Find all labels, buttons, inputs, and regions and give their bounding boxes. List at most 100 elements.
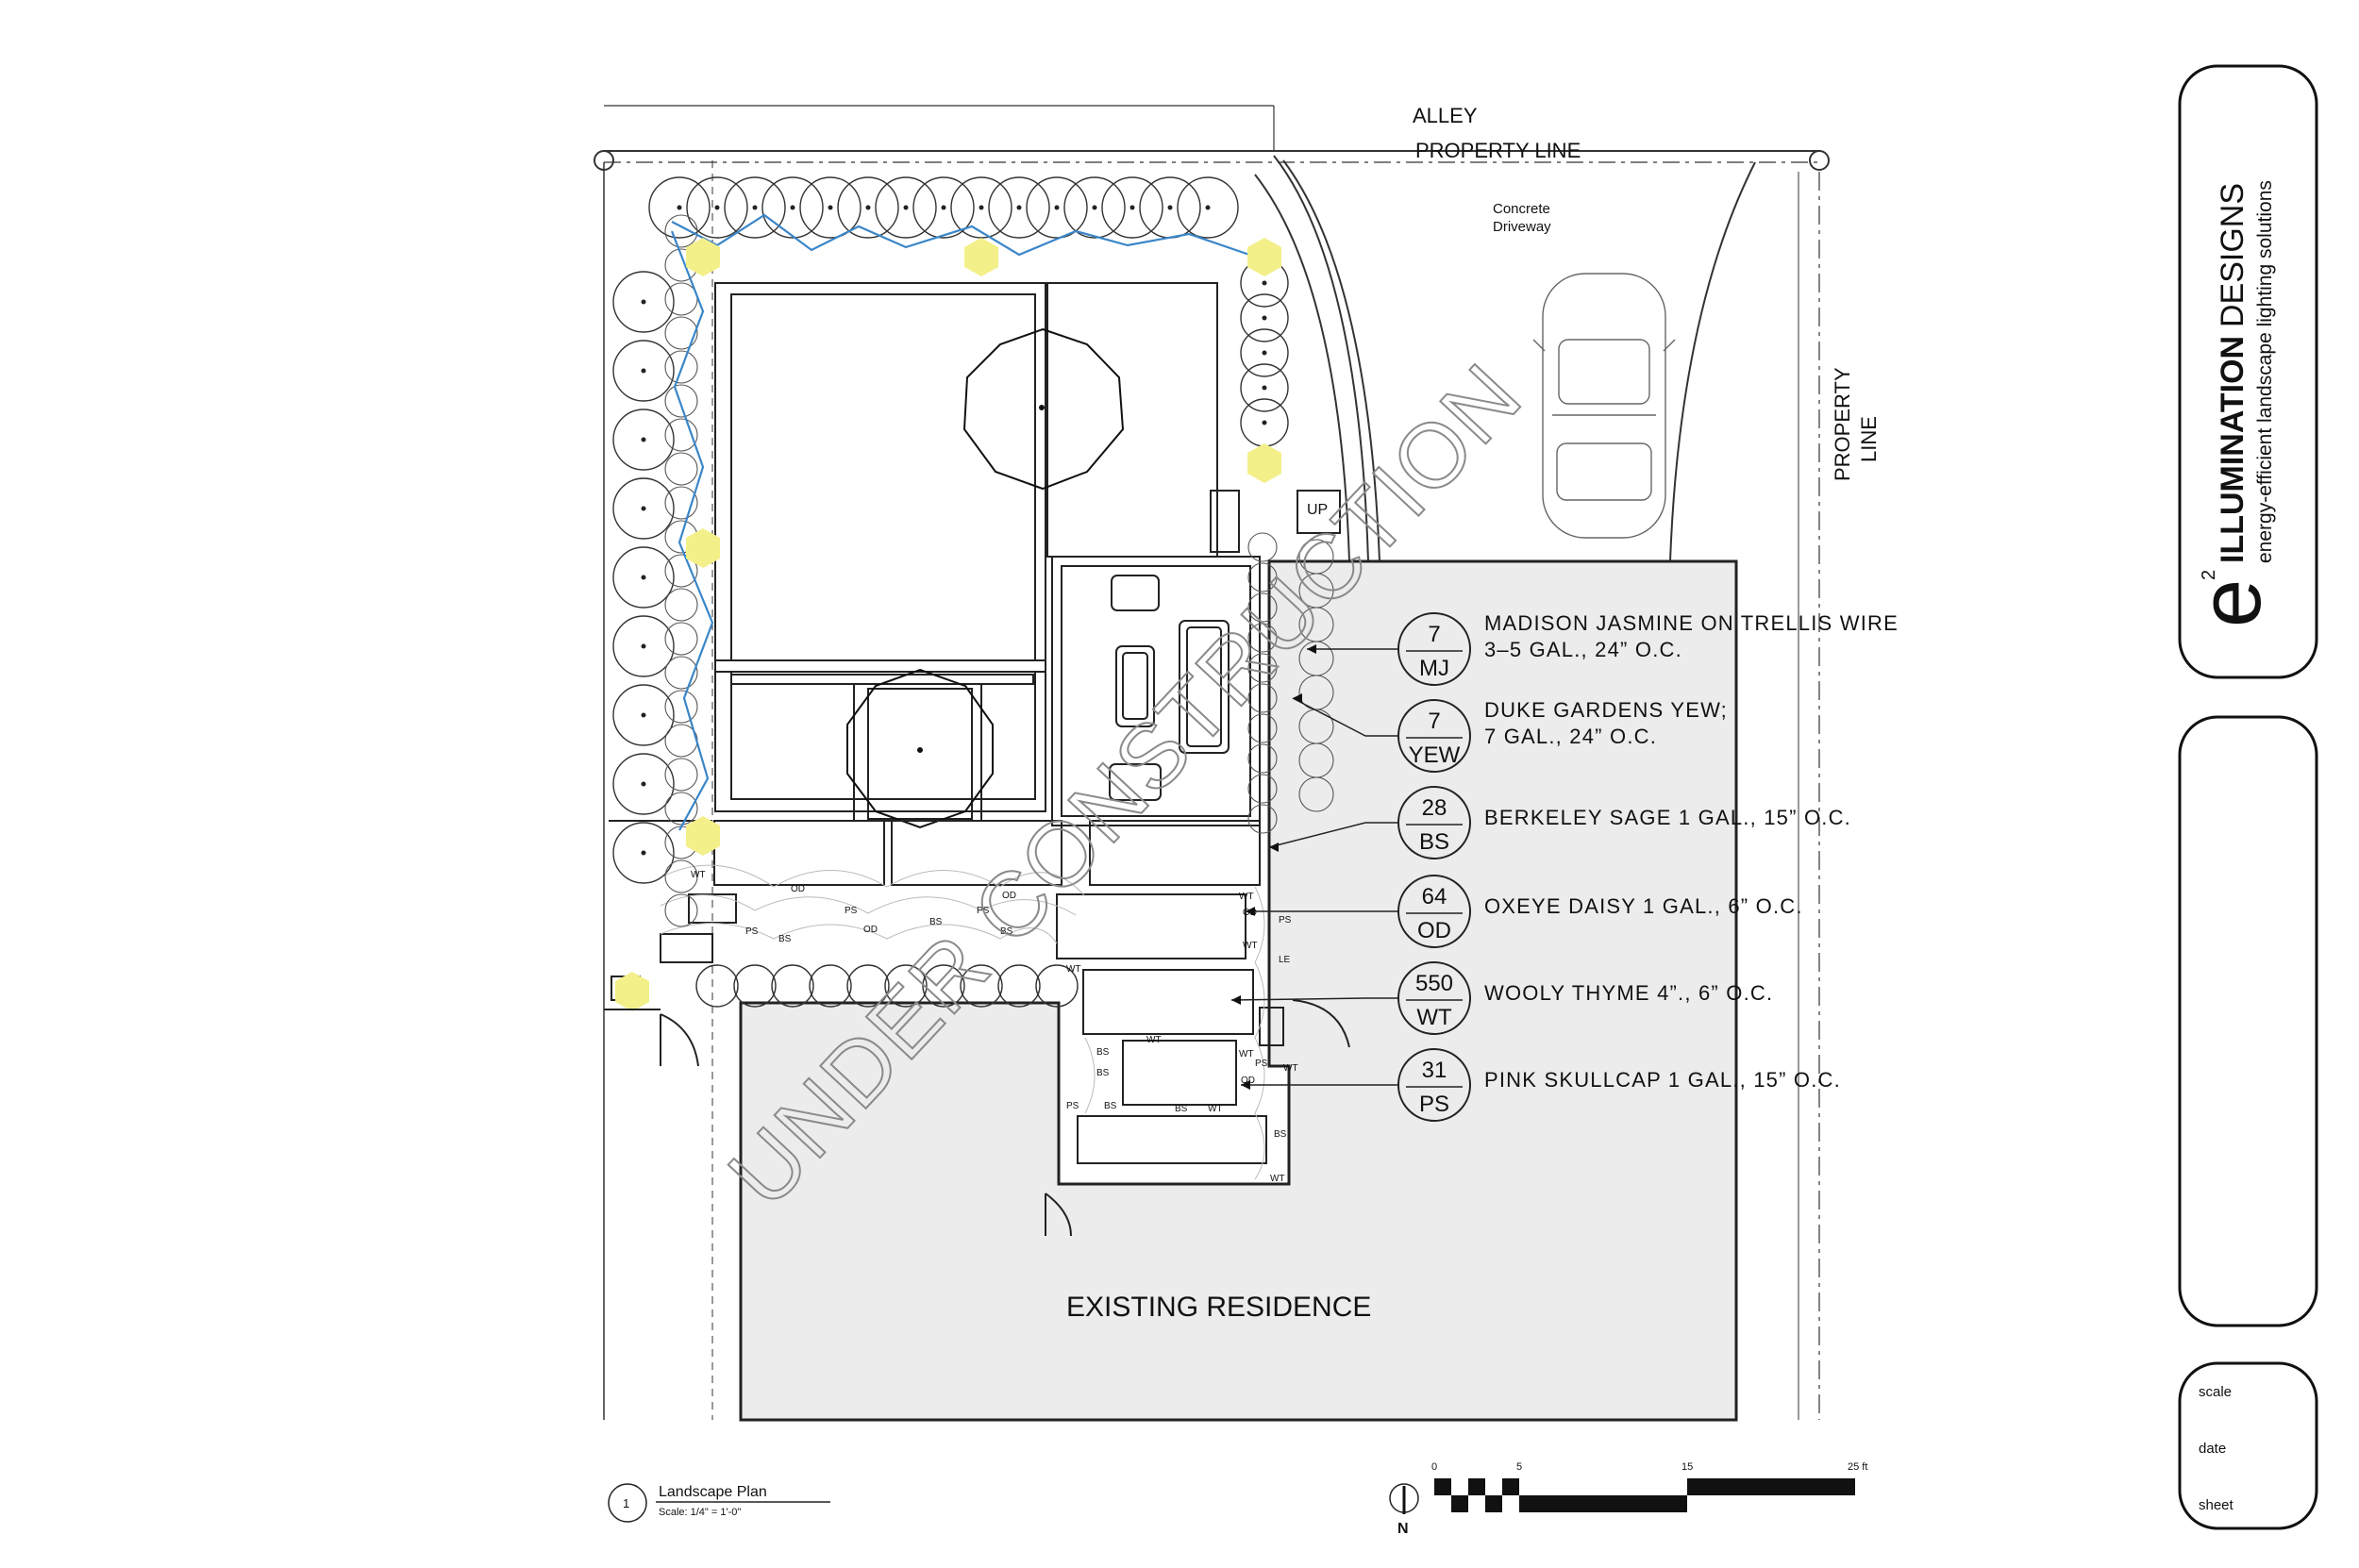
legend-code: YEW xyxy=(1409,742,1461,768)
yew-shrub xyxy=(612,822,675,884)
driveway-label-line2: Driveway xyxy=(1493,219,1551,235)
legend-qty: 7 xyxy=(1428,622,1440,647)
legend-description: DUKE GARDENS YEW; xyxy=(1484,698,1728,722)
scale-tick-5: 5 xyxy=(1516,1461,1522,1473)
yew-shrub-center xyxy=(752,205,758,210)
property-line-top-label: PROPERTY LINE xyxy=(1415,139,1581,162)
legend-leader-line xyxy=(1268,822,1398,848)
sage-plant xyxy=(1298,776,1334,812)
scale-bar-block xyxy=(1687,1478,1855,1495)
yew-shrub xyxy=(612,340,675,402)
yew-shrub xyxy=(912,176,975,239)
jasmine-plant xyxy=(664,690,698,724)
plant-tag-wt: WT xyxy=(1066,964,1081,975)
legend-leader-line xyxy=(1230,997,1398,1001)
jasmine-plant xyxy=(664,859,698,893)
hedge-shrub xyxy=(733,964,777,1008)
existing-residence xyxy=(739,559,1738,1422)
jasmine-plant xyxy=(664,350,698,384)
legend-code: MJ xyxy=(1419,656,1449,681)
existing-residence-label: EXISTING RESIDENCE xyxy=(1066,1292,1371,1323)
drawing-number-bubble xyxy=(608,1483,647,1523)
scale-bar-block xyxy=(1451,1495,1468,1512)
yew-shrub-center xyxy=(641,437,646,442)
yew-shrub-center xyxy=(641,575,646,580)
plant-tag-od: OD xyxy=(1002,891,1016,901)
plant-tag-bs: BS xyxy=(1175,1104,1188,1114)
leader-arrowhead xyxy=(1231,995,1241,1005)
scale-bar-block xyxy=(1434,1478,1451,1495)
legend-qty: 28 xyxy=(1422,795,1447,821)
graphic-scale-bar: 0 5 15 25 ft N xyxy=(1389,1461,1867,1537)
yew-shrub xyxy=(837,176,899,239)
company-logo: e 2 ILLUMINATION DESIGNS energy-efficien… xyxy=(2183,180,2279,627)
yew-shrub xyxy=(612,615,675,677)
leader-arrowhead xyxy=(1246,907,1255,916)
yew-shrub xyxy=(875,176,937,239)
yew-shrub-center xyxy=(641,850,646,856)
hedge-shrub xyxy=(809,964,852,1008)
plant-tag-bs: BS xyxy=(1274,1129,1287,1140)
hedge-shrub xyxy=(960,964,1003,1008)
plant-tag-od: OD xyxy=(863,925,878,935)
yew-shrub xyxy=(686,176,748,239)
umbrella-north xyxy=(962,327,1125,491)
yew-shrub xyxy=(648,176,711,239)
site-boundary xyxy=(594,105,1830,1420)
brand-name-bold: ILLUMINATION xyxy=(2215,336,2250,563)
hedge-shrub xyxy=(695,964,739,1008)
yew-shrub-center xyxy=(714,205,720,210)
yew-shrub xyxy=(1177,176,1239,239)
leader-arrowhead xyxy=(1241,1080,1250,1090)
plant-tag-bs: BS xyxy=(1096,1047,1110,1058)
legend-qty: 31 xyxy=(1422,1058,1447,1083)
planting-beds xyxy=(609,820,1267,1164)
yew-shrub xyxy=(612,477,675,540)
title-block: e 2 ILLUMINATION DESIGNS energy-efficien… xyxy=(2178,64,2318,1530)
legend-description: OXEYE DAISY 1 GAL., 6” O.C. xyxy=(1484,894,1803,918)
plant-tag-bs: BS xyxy=(929,917,943,927)
light-fixture-marker xyxy=(686,816,720,856)
plant-tag-ps: PS xyxy=(745,926,759,937)
yew-shrub-center xyxy=(1262,420,1267,425)
yew-shrub xyxy=(1240,363,1289,412)
hedge-shrub xyxy=(884,964,928,1008)
jasmine-column xyxy=(664,214,1334,927)
yew-shrub xyxy=(612,753,675,815)
yew-shrub-center xyxy=(941,205,946,210)
legend-description: MADISON JASMINE ON TRELLIS WIRE xyxy=(1484,611,1899,635)
light-fixture-marker xyxy=(1247,238,1281,276)
yew-shrub xyxy=(1026,176,1088,239)
survey-pin-east xyxy=(1809,150,1830,171)
leader-arrowhead xyxy=(1269,842,1279,852)
company-tagline: energy-efficient landscape lighting solu… xyxy=(2254,180,2276,563)
jasmine-plant xyxy=(664,893,698,927)
jasmine-plant xyxy=(1247,743,1278,774)
yew-shrub xyxy=(1240,293,1289,342)
jasmine-plant xyxy=(1247,562,1278,592)
light-fixture-markers xyxy=(615,238,1281,1011)
jasmine-plant xyxy=(664,758,698,792)
jasmine-plant xyxy=(1247,653,1278,683)
plant-tag-le: LE xyxy=(1279,955,1291,965)
jasmine-plant xyxy=(1247,683,1278,713)
scale-bar-block xyxy=(1468,1478,1485,1495)
up-step-label: UP xyxy=(1307,502,1328,518)
legend-description: WOOLY THYME 4”., 6” O.C. xyxy=(1484,981,1773,1005)
irrigation-line xyxy=(670,213,1256,831)
light-fixture-marker xyxy=(686,238,720,276)
sheet-field-label: sheet xyxy=(2199,1497,2234,1513)
logo-panel xyxy=(2178,64,2318,679)
plant-tag-ps: PS xyxy=(845,906,858,916)
ground-cover-hatch xyxy=(660,864,1265,1180)
legend-description: PINK SKULLCAP 1 GAL., 15” O.C. xyxy=(1484,1068,1841,1092)
scale-bar-block xyxy=(1485,1495,1502,1512)
plant-tag-bs: BS xyxy=(1096,1068,1110,1078)
yew-shrub-center xyxy=(1092,205,1097,210)
legend-code: WT xyxy=(1416,1005,1452,1030)
yew-shrub-center xyxy=(979,205,984,210)
plant-tag-bs: BS xyxy=(778,934,792,944)
